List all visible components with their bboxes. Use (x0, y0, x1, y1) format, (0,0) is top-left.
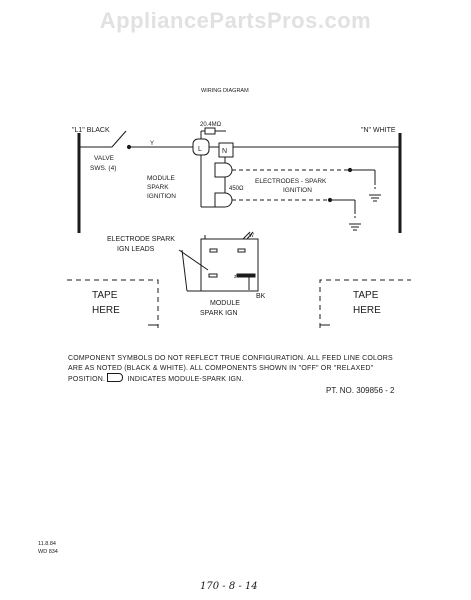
valve-label: VALVE (94, 155, 115, 162)
resistor-label: 20.4MΩ (200, 122, 222, 128)
terminal-left (208, 273, 218, 278)
valve-sws-label: SWS. (4) (90, 165, 116, 172)
note-line-3-end: INDICATES MODULE-SPARK IGN. (127, 376, 244, 383)
bk-label: BK (256, 293, 266, 300)
ohms-label: 450Ω (229, 186, 244, 192)
note-line-3-start: POSITION. (68, 376, 106, 383)
terminal-w (209, 248, 218, 253)
terminal-bk (236, 273, 256, 278)
valve-switch-blade (111, 130, 127, 148)
part-number: PT. NO. 309856 - 2 (326, 386, 395, 395)
w-label: W (249, 233, 254, 239)
terminal-y (237, 248, 246, 253)
terminal-z-label: z (234, 274, 237, 280)
electrodes-label-line2: IGNITION (283, 187, 312, 194)
tape-right-line1: TAPE (353, 290, 379, 301)
l-terminal-label: L (198, 146, 202, 153)
module-spark-ignition-line2: SPARK (147, 184, 169, 191)
doc-code-1: 11.8.84 (38, 541, 56, 547)
spark-output-lower (214, 192, 233, 208)
tape-box-left (67, 279, 159, 328)
module-symbol-icon (107, 373, 124, 382)
electrodes-label-line1: ELECTRODES - SPARK (255, 178, 327, 185)
l1-black-label: "L1" BLACK (72, 127, 110, 134)
tape-right-line2: HERE (353, 305, 381, 316)
electrode-leads-line2: IGN LEADS (117, 246, 155, 253)
watermark: AppliancePartsPros.com (99, 8, 372, 33)
electrode-leads-line1: ELECTRODE SPARK (107, 236, 175, 243)
handwritten-note: 170 - 8 - 14 (200, 581, 258, 592)
module-spark-ign-line1: MODULE (210, 300, 240, 307)
wire-y-label: Y (150, 141, 154, 147)
tape-box-right (319, 279, 411, 328)
tape-left-line1: TAPE (92, 290, 118, 301)
n-terminal-box (218, 142, 234, 158)
module-spark-ignition-line1: MODULE (147, 175, 175, 182)
electrode-leads-pointer (178, 249, 209, 271)
n-terminal-label: N (222, 148, 227, 155)
note-line-2: ARE AS NOTED (BLACK & WHITE). ALL COMPON… (68, 364, 374, 372)
component-note: COMPONENT SYMBOLS DO NOT REFLECT TRUE CO… (68, 354, 428, 385)
doc-code-2: WD 834 (38, 549, 58, 555)
diagram-title: WIRING DIAGRAM (201, 88, 249, 94)
module-spark-ignition-line3: IGNITION (147, 193, 176, 200)
module-spark-ign-line2: SPARK IGN (200, 310, 238, 317)
note-line-3: POSITION. INDICATES MODULE-SPARK IGN. (68, 373, 428, 385)
note-line-1: COMPONENT SYMBOLS DO NOT REFLECT TRUE CO… (68, 355, 393, 362)
n-white-label: "N" WHITE (361, 127, 396, 134)
tape-left-line2: HERE (92, 305, 120, 316)
spark-output-upper (214, 162, 233, 178)
resistor (204, 127, 216, 135)
